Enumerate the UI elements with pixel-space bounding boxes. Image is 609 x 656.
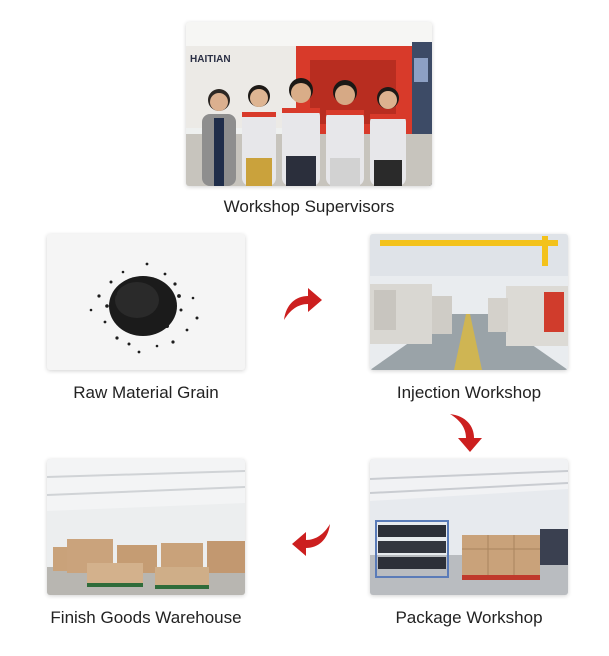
package-workshop-photo (370, 459, 568, 595)
curved-arrow-icon (446, 410, 486, 454)
workshop-supervisors-photo: HAITIAN (186, 22, 432, 186)
finish-goods-warehouse-photo (47, 459, 245, 595)
injection-workshop-photo (370, 234, 568, 370)
haitian-sign-text: HAITIAN (190, 54, 231, 65)
raw-material-grain-caption: Raw Material Grain (73, 383, 219, 402)
raw-material-grain-photo (47, 234, 245, 370)
workshop-supervisors-caption: Workshop Supervisors (223, 197, 395, 216)
curved-arrow-icon (290, 520, 334, 560)
package-workshop-caption: Package Workshop (395, 608, 543, 627)
finish-goods-warehouse-caption: Finish Goods Warehouse (50, 608, 242, 627)
injection-workshop-caption: Injection Workshop (396, 383, 542, 402)
curved-arrow-icon (280, 284, 324, 324)
